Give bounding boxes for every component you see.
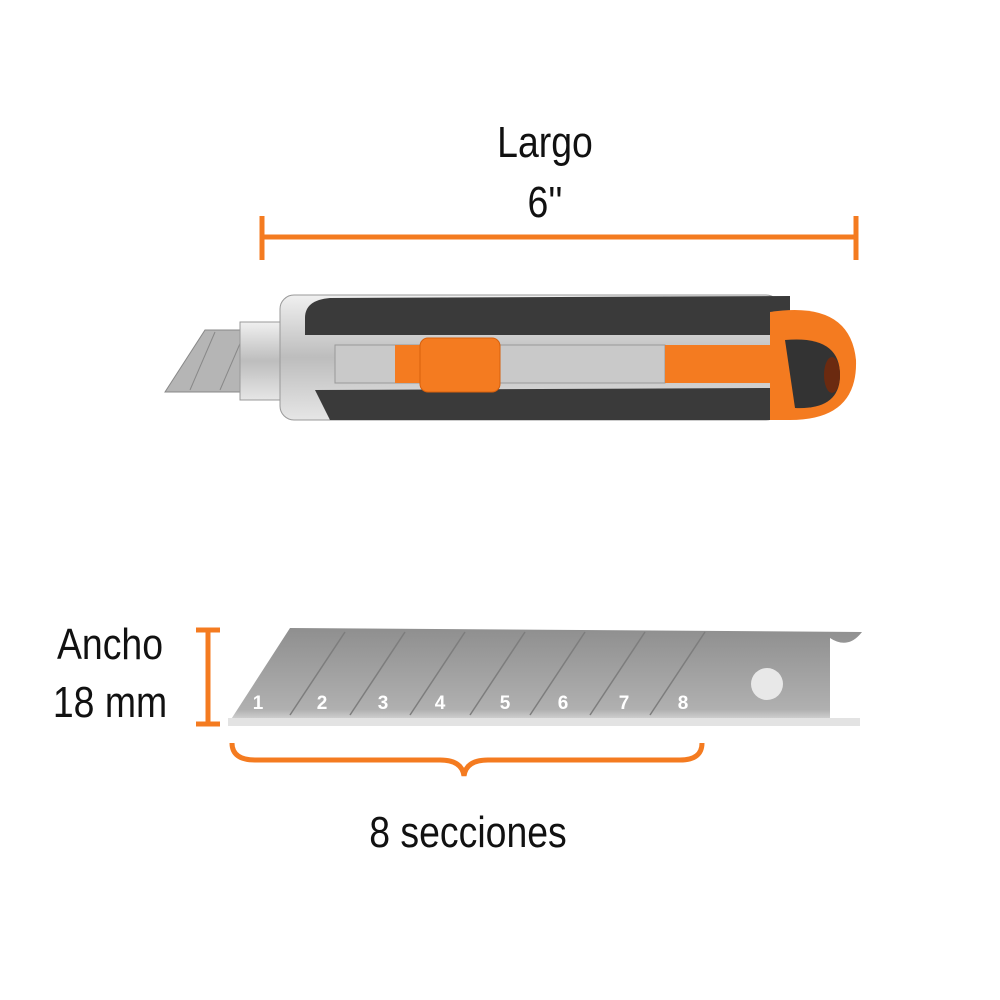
slider-button bbox=[419, 337, 501, 393]
top-grip bbox=[305, 296, 790, 335]
length-value: 6'' bbox=[527, 178, 563, 227]
section-score-lines bbox=[289, 631, 706, 716]
section-number: 5 bbox=[500, 693, 511, 714]
width-label: Ancho bbox=[56, 620, 164, 669]
snap-off-blade: 1 2 3 4 5 6 7 8 bbox=[228, 628, 862, 726]
section-number: 8 bbox=[678, 693, 689, 714]
section-number: 1 bbox=[253, 693, 264, 714]
section-number: 2 bbox=[317, 693, 328, 714]
sections-brace bbox=[229, 742, 705, 777]
length-dimension-line bbox=[259, 216, 859, 260]
blade-hole bbox=[751, 668, 783, 700]
width-dimension-line bbox=[196, 627, 220, 727]
section-number: 6 bbox=[558, 693, 569, 714]
bottom-grip bbox=[315, 388, 790, 420]
section-number: 3 bbox=[378, 693, 389, 714]
sections-label: 8 secciones bbox=[369, 808, 567, 857]
utility-knife-image bbox=[164, 294, 857, 421]
length-label: Largo bbox=[497, 118, 593, 167]
section-number: 4 bbox=[435, 693, 446, 714]
section-number: 7 bbox=[619, 693, 630, 714]
width-value: 18 mm bbox=[52, 678, 168, 727]
